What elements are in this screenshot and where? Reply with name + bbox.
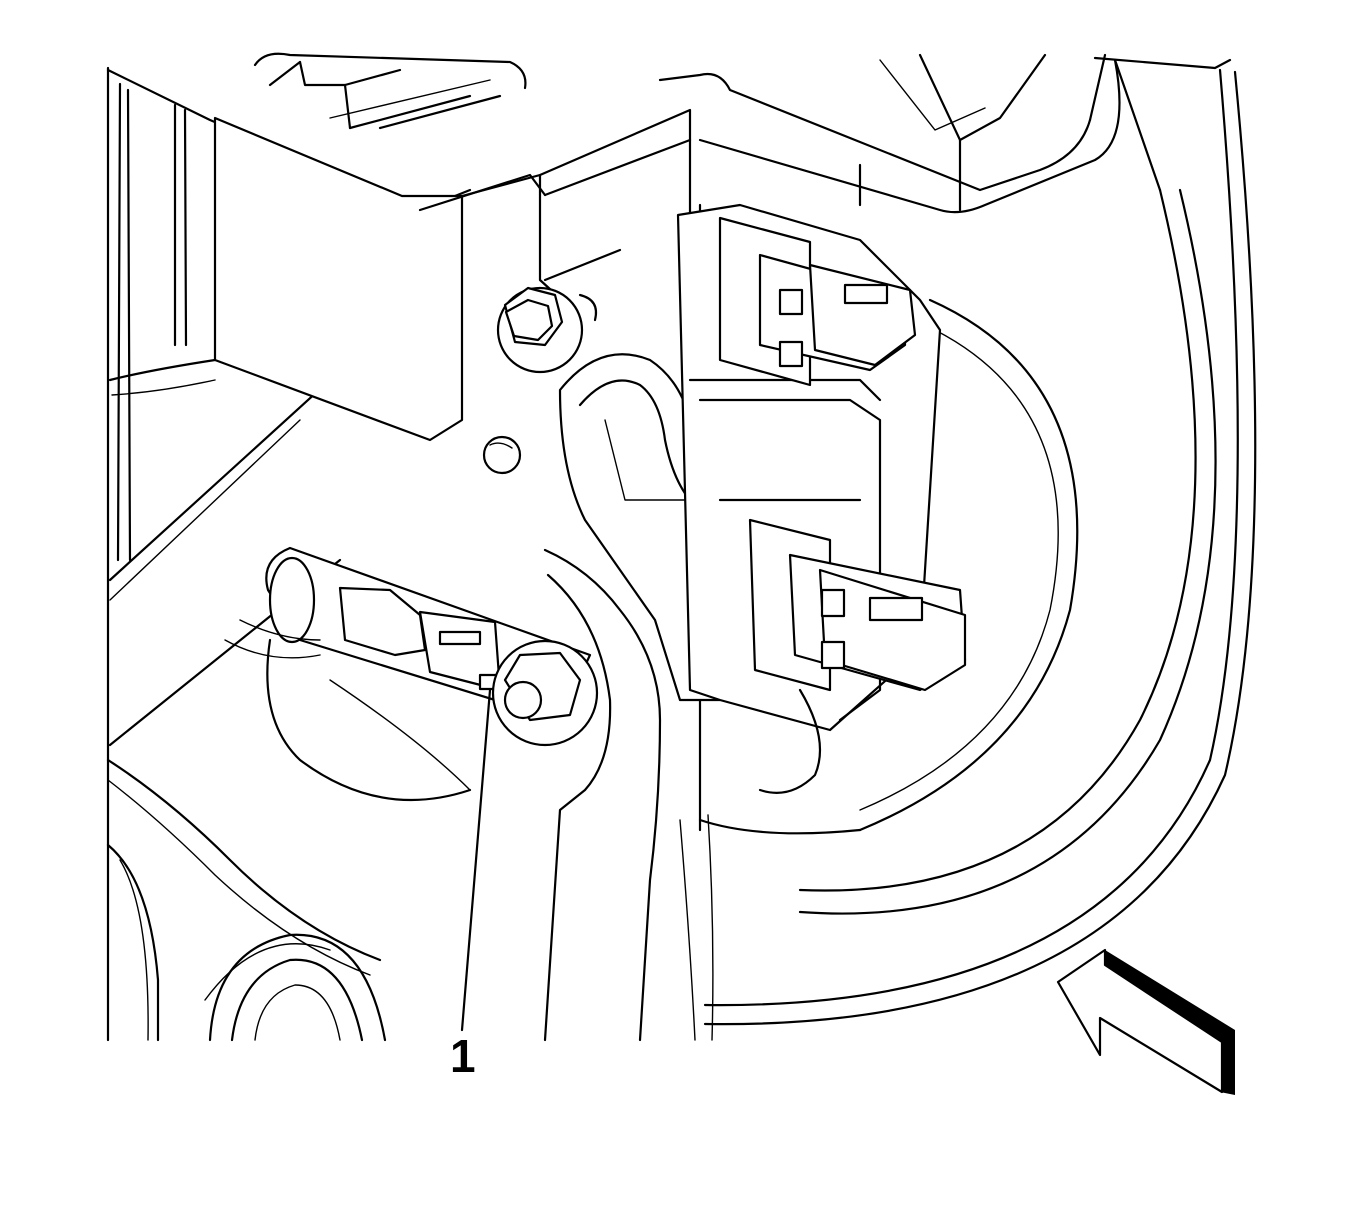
top-frame-rail bbox=[538, 53, 1232, 282]
upper-bracket bbox=[213, 52, 564, 442]
lower-mount-boss bbox=[204, 933, 387, 1042]
bracket-bolt bbox=[482, 286, 598, 475]
callout-1-leader-line bbox=[460, 688, 492, 1032]
callout-1: 1 bbox=[450, 688, 492, 1082]
lower-connector bbox=[748, 518, 967, 692]
sensor-link-rod bbox=[224, 546, 599, 802]
view-direction-arrow-icon bbox=[1056, 948, 1235, 1095]
callout-1-label: 1 bbox=[450, 1030, 476, 1082]
mounting-plate bbox=[679, 68, 1257, 1041]
upper-connector bbox=[718, 216, 917, 387]
